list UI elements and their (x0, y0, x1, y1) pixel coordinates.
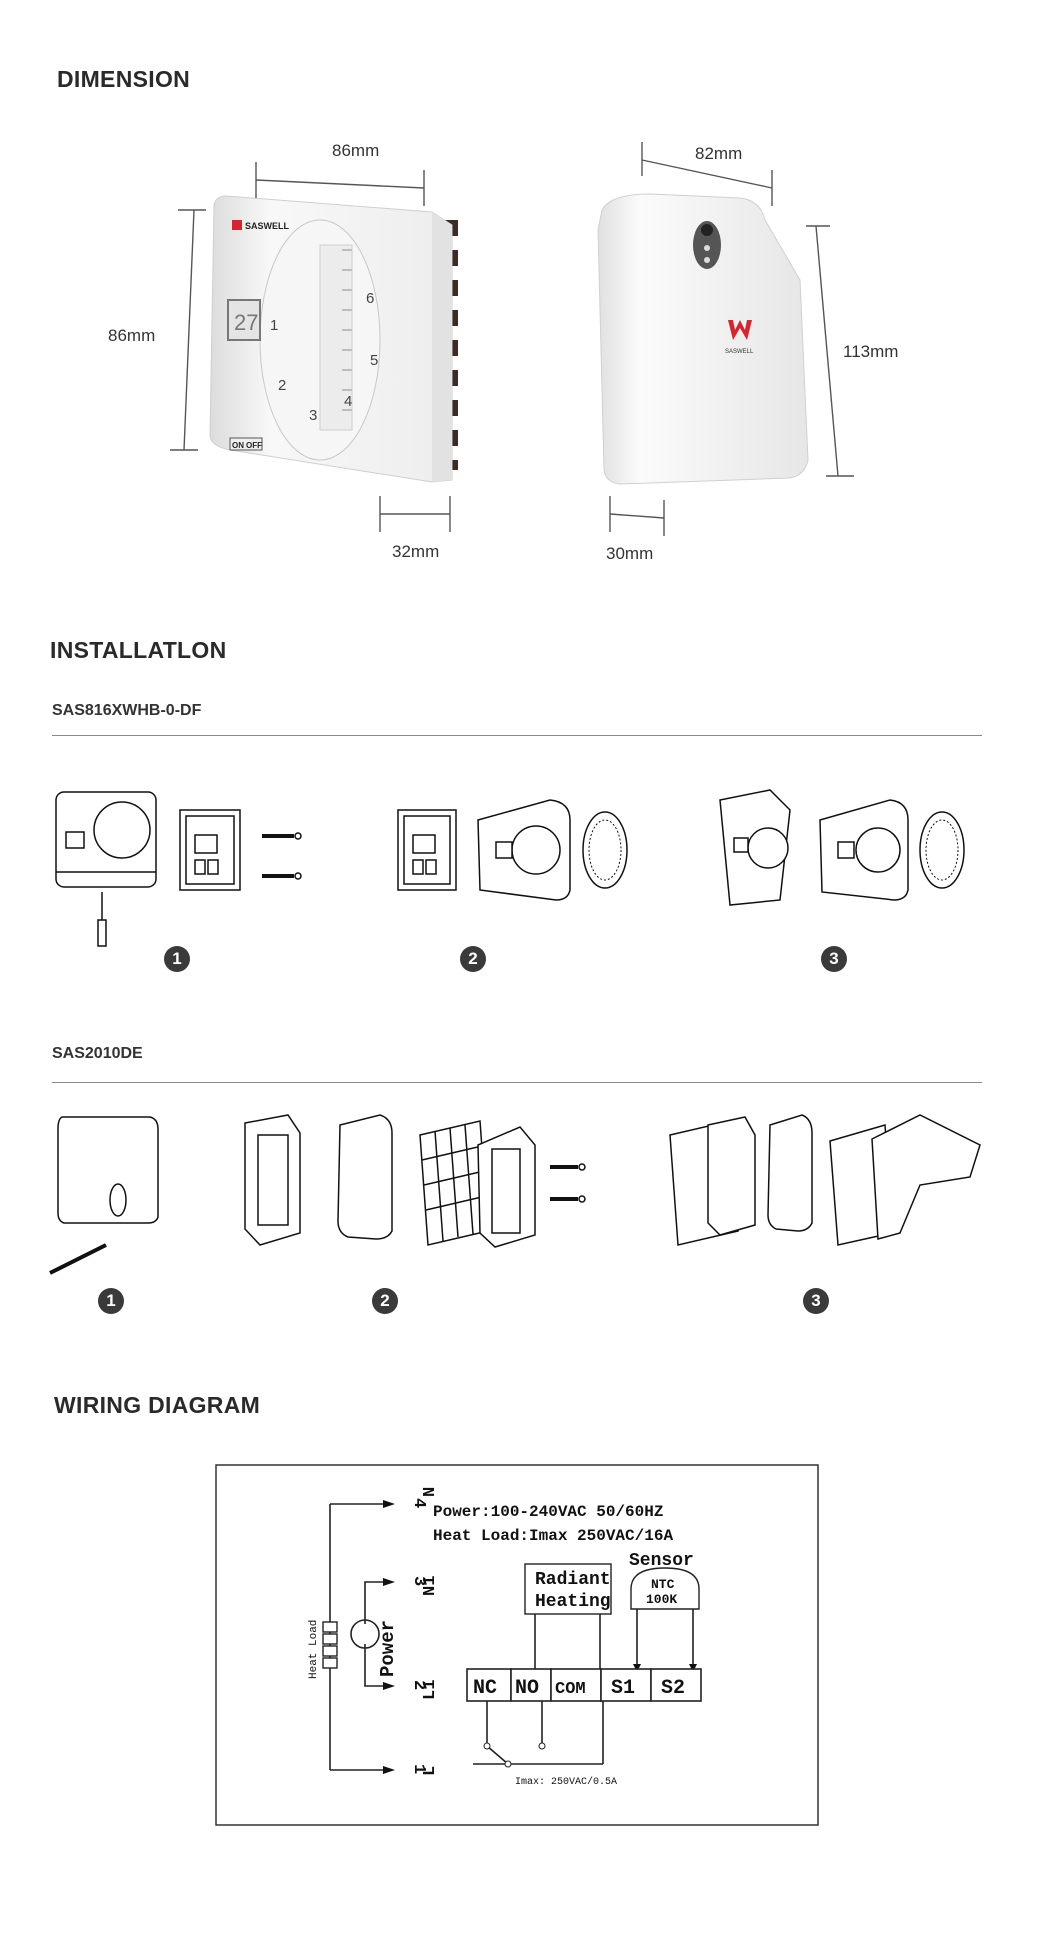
thermostat-lcd-value: 27 (234, 310, 258, 335)
screw-icon (262, 872, 302, 880)
dial-number: 3 (309, 407, 317, 424)
dial-number: 6 (366, 290, 374, 307)
receiver-width-label: 82mm (695, 144, 743, 163)
receiver-illustration: SASWELL (597, 193, 809, 485)
screwdriver-icon (49, 1243, 107, 1275)
receiver-depth-label: 30mm (606, 544, 654, 563)
radiant-label: Radiant (535, 1570, 611, 1590)
thermostat-dimension-lines (170, 142, 854, 536)
ntc-sensor-icon (630, 1567, 700, 1610)
model1-install-steps (55, 789, 965, 947)
terminal-number: 2 (409, 1680, 428, 1690)
step-number: 1 (164, 946, 190, 972)
switch-off-label: OFF (246, 441, 262, 450)
section-title-dimension: DIMENSION (57, 66, 191, 92)
terminal-name: L (421, 1766, 440, 1776)
power-label: Power (377, 1620, 399, 1677)
terminal-name: L1 (421, 1680, 440, 1700)
thermostat-width-label: 86mm (332, 141, 380, 160)
screw-icon (550, 1195, 586, 1203)
heat-load-label: Heat Load (308, 1620, 320, 1679)
knob-icon (582, 811, 628, 889)
knob-icon (919, 811, 965, 889)
terminal-no: NO (515, 1677, 539, 1700)
imax-spec: Imax: 250VAC/0.5A (515, 1776, 617, 1788)
ntc-label: NTC (651, 1577, 675, 1592)
receiver-body (597, 193, 809, 485)
terminal-name: N (421, 1487, 440, 1497)
thermostat-lcd (227, 299, 261, 341)
dial-number: 1 (270, 317, 278, 334)
step-number: 3 (821, 946, 847, 972)
saswell-logo-icon (232, 220, 242, 230)
step-number: 1 (98, 1288, 124, 1314)
thermostat-height-label: 86mm (108, 326, 156, 345)
thermostat-depth-label: 32mm (392, 542, 440, 561)
receiver-front-icon (57, 1116, 159, 1224)
heat-load-spec: Heat Load:Imax 250VAC/16A (433, 1527, 673, 1545)
wiring-frame (215, 1464, 819, 1826)
saswell-logo-icon (728, 320, 752, 340)
step-number: 2 (372, 1288, 398, 1314)
power-spec: Power:100-240VAC 50/60HZ (433, 1503, 663, 1521)
switch-on-label: ON (232, 441, 244, 450)
section-title-installation: INSTALLATLON (50, 637, 227, 663)
terminal-name: N1 (421, 1576, 440, 1596)
step-number: 3 (803, 1288, 829, 1314)
terminal-com: COM (555, 1680, 586, 1699)
radiant-heating-box (524, 1563, 612, 1615)
section-title-wiring: WIRING DIAGRAM (54, 1392, 261, 1418)
terminal-s2: S2 (661, 1677, 685, 1700)
model-name: SAS816XWHB-0-DF (52, 702, 202, 719)
thermostat-brand: SASWELL (245, 221, 290, 231)
terminal-s1: S1 (611, 1677, 635, 1700)
cover-icon (337, 1114, 393, 1240)
dial-number: 4 (344, 393, 352, 410)
screw-icon (550, 1163, 586, 1171)
terminal-nc: NC (473, 1677, 497, 1700)
mesh-panel-icon (419, 1120, 489, 1246)
dial-number: 5 (370, 352, 378, 369)
receiver-height-label: 113mm (843, 342, 899, 361)
terminal-number: 4 (409, 1498, 428, 1508)
model-name: SAS2010DE (52, 1045, 143, 1062)
model2-install-steps (49, 1114, 981, 1275)
divider (52, 735, 982, 736)
dial-number: 2 (278, 377, 286, 394)
ntc-value: 100K (646, 1592, 677, 1607)
wiring-diagram: Heat Load Power 4 3 2 1 N N1 L1 L Power:… (215, 1464, 819, 1826)
terminal-number: 1 (409, 1764, 428, 1774)
terminal-block (466, 1668, 702, 1702)
receiver-brand: SASWELL (725, 349, 754, 355)
divider (52, 1082, 982, 1083)
receiver-open-icon (871, 1114, 981, 1240)
sensor-label: Sensor (629, 1551, 694, 1571)
thermostat-illustration: 27 1 2 3 4 5 6 SASWELL ON OFF (209, 195, 458, 483)
step-number: 2 (460, 946, 486, 972)
screw-icon (262, 832, 302, 840)
heating-label: Heating (535, 1592, 611, 1612)
terminal-number: 3 (409, 1576, 428, 1586)
